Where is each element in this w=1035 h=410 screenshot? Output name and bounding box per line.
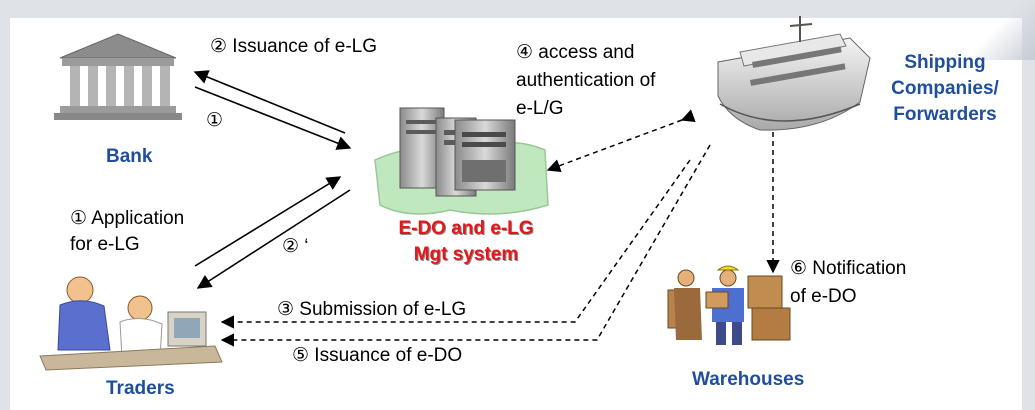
submission-elg-label: ③ Submission of e-LG bbox=[277, 299, 467, 320]
access-label-line1: ④ access and bbox=[516, 42, 635, 63]
dashed-arrows bbox=[220, 109, 780, 347]
system-label-line2: Mgt system bbox=[413, 244, 519, 265]
arrow-submission-elg bbox=[220, 159, 691, 329]
solid-arrows bbox=[193, 70, 352, 289]
notification-label-line1: ⑥ Notification bbox=[790, 258, 907, 279]
access-label-line3: e-L/G bbox=[516, 98, 564, 119]
corner-decoration bbox=[975, 0, 1035, 60]
step2-prime-label: ② ‘ bbox=[282, 236, 309, 257]
access-label-line2: authentication of bbox=[516, 70, 656, 91]
traders-label: Traders bbox=[106, 378, 175, 399]
arrow-application-bank bbox=[194, 86, 352, 150]
shipping-label-line1: Shipping bbox=[904, 52, 986, 73]
arrow-issuance-edo bbox=[220, 144, 711, 347]
system-label-line1: E-DO and e-LG bbox=[398, 218, 534, 239]
shipping-label-line2: Companies/ bbox=[891, 78, 999, 99]
server-icon bbox=[374, 107, 549, 215]
notification-label-line2: of e-DO bbox=[790, 286, 857, 307]
issuance-edo-label: ⑤ Issuance of e-DO bbox=[292, 345, 463, 366]
shipping-label-line3: Forwarders bbox=[893, 104, 997, 125]
warehouses-label: Warehouses bbox=[692, 369, 805, 390]
bank-icon bbox=[54, 33, 182, 120]
issuance-elg-label: ② Issuance of e-LG bbox=[210, 36, 378, 57]
traders-icon bbox=[39, 276, 223, 371]
application-label-line1: ① Application bbox=[70, 208, 185, 229]
arrow-access-authentication bbox=[546, 109, 696, 173]
arrow-traders-to-system bbox=[194, 176, 342, 267]
arrow-issuance-to-bank bbox=[193, 70, 346, 134]
warehouse-icon bbox=[667, 265, 791, 345]
arrow-system-to-traders bbox=[196, 189, 351, 289]
application-label-line2: for e-LG bbox=[70, 234, 140, 255]
bank-label: Bank bbox=[106, 146, 153, 167]
step1-bank-label: ① bbox=[206, 110, 224, 131]
ship-icon bbox=[717, 16, 871, 131]
